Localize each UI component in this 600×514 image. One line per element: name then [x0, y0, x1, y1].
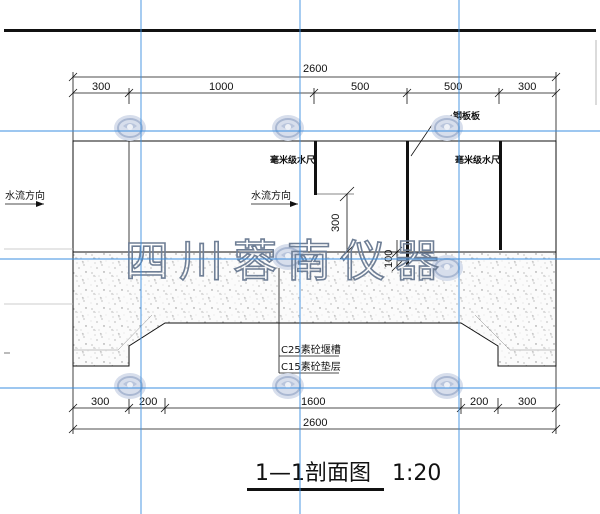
depth-tick-bottom [339, 244, 355, 260]
bottom-dimension-group [68, 366, 561, 434]
depth-dim-label: 300 [330, 214, 342, 232]
top-dimension-group [68, 72, 561, 141]
bottom-total-dim-label: 2600 [303, 417, 327, 429]
bottom-dim-4: 200 [470, 396, 488, 408]
water-ruler-right-label: 毫米级水尺 [455, 154, 500, 166]
scale-label: 1:20 [392, 461, 441, 486]
title-underline [247, 488, 384, 491]
top-dim-4: 500 [444, 81, 462, 93]
water-ruler-right [499, 141, 502, 250]
bottom-dim-5: 300 [518, 396, 536, 408]
water-ruler-left-label: 毫米级水尺 [270, 154, 315, 166]
bottom-dim-2: 200 [139, 396, 157, 408]
c15-label: C15素砼垫层 [281, 360, 341, 373]
c25-label: C25素砼堰槽 [281, 343, 341, 356]
flow-arrow-left-head [36, 201, 44, 207]
top-dim-1: 300 [92, 81, 110, 93]
water-ruler-left [314, 141, 317, 195]
top-dim-5: 300 [518, 81, 536, 93]
gap-tick-bottom [391, 260, 403, 272]
cushion-layer-line [72, 342, 557, 367]
watermark-logo-icon [430, 372, 464, 400]
gap-tick-top [391, 246, 403, 258]
flow-direction-left-label: 水流方向 [5, 189, 45, 202]
watermark-logo-icon [430, 114, 464, 142]
top-dim-3: 500 [351, 81, 369, 93]
top-total-dim-label: 2600 [303, 63, 327, 75]
flow-direction-center-label: 水流方向 [251, 189, 291, 202]
steel-plate [406, 141, 409, 266]
section-title: 1—1剖面图 [255, 461, 371, 486]
steel-plate-label: 钢板板 [453, 110, 481, 122]
watermark-logo-icon [271, 372, 305, 400]
watermark-text: 四川蓉南仪器 [125, 236, 449, 287]
bottom-dim-1: 300 [91, 396, 109, 408]
flow-arrow-center-head [290, 201, 298, 207]
bottom-dim-3: 1600 [301, 396, 325, 408]
watermark-logo-icon [271, 114, 305, 142]
top-dim-2: 1000 [209, 81, 233, 93]
